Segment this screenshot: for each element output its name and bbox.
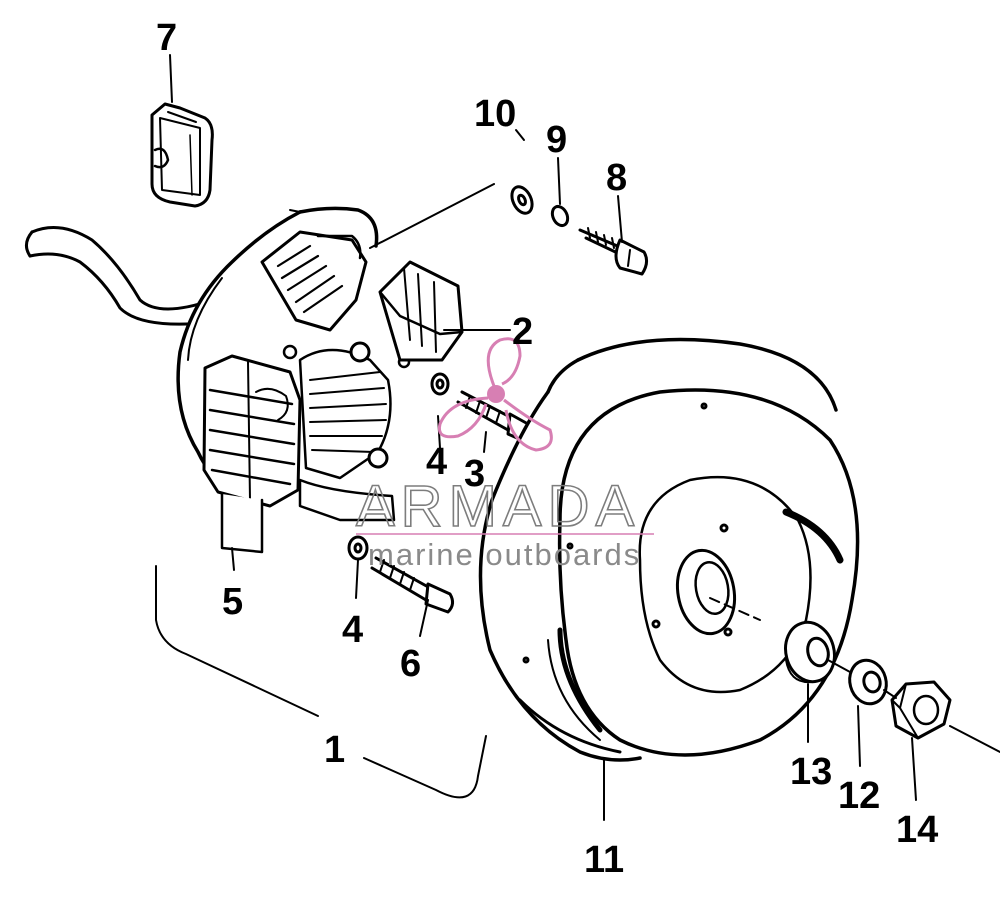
part-10-washer (510, 185, 534, 215)
stator-assembly (176, 206, 464, 554)
callout-labels: 1 2 3 4 4 5 6 7 8 9 10 11 12 13 14 (156, 17, 938, 881)
callout-2: 2 (512, 311, 533, 353)
part-4-washer-lower (347, 535, 369, 561)
watermark-brand: ARMADA (356, 474, 640, 539)
part-12-lockwasher (848, 658, 888, 706)
callout-14: 14 (896, 809, 938, 851)
callout-9: 9 (546, 119, 567, 161)
callout-8: 8 (606, 157, 627, 199)
part-9-lockwasher (550, 204, 570, 228)
callout-3: 3 (464, 453, 485, 495)
callout-12: 12 (838, 775, 880, 817)
part-4-washer-upper (430, 372, 450, 396)
wire-harness (25, 226, 216, 326)
logo-blade-right (503, 398, 553, 452)
callout-4-lower: 4 (342, 609, 363, 651)
callout-1: 1 (324, 729, 345, 771)
logo-blade-left (437, 396, 489, 439)
callout-11: 11 (584, 839, 624, 881)
part-8-screw (578, 227, 649, 276)
logo-blade-top (486, 337, 522, 387)
callout-6: 6 (400, 643, 421, 685)
part-14-nut (890, 680, 952, 740)
part-7-cover (150, 102, 214, 208)
callout-4-upper: 4 (426, 441, 447, 483)
callout-5: 5 (222, 581, 243, 623)
part-6-screw (370, 556, 455, 614)
callout-7: 7 (156, 17, 177, 59)
propeller-logo-icon (437, 337, 553, 452)
callout-13: 13 (790, 751, 832, 793)
callout-10: 10 (474, 93, 516, 135)
part-13-washer (784, 620, 836, 684)
watermark: ARMADA marine outboards (355, 337, 654, 572)
logo-hub (487, 385, 505, 403)
part-11-flywheel (478, 337, 860, 762)
watermark-tagline: marine outboards (368, 537, 641, 572)
